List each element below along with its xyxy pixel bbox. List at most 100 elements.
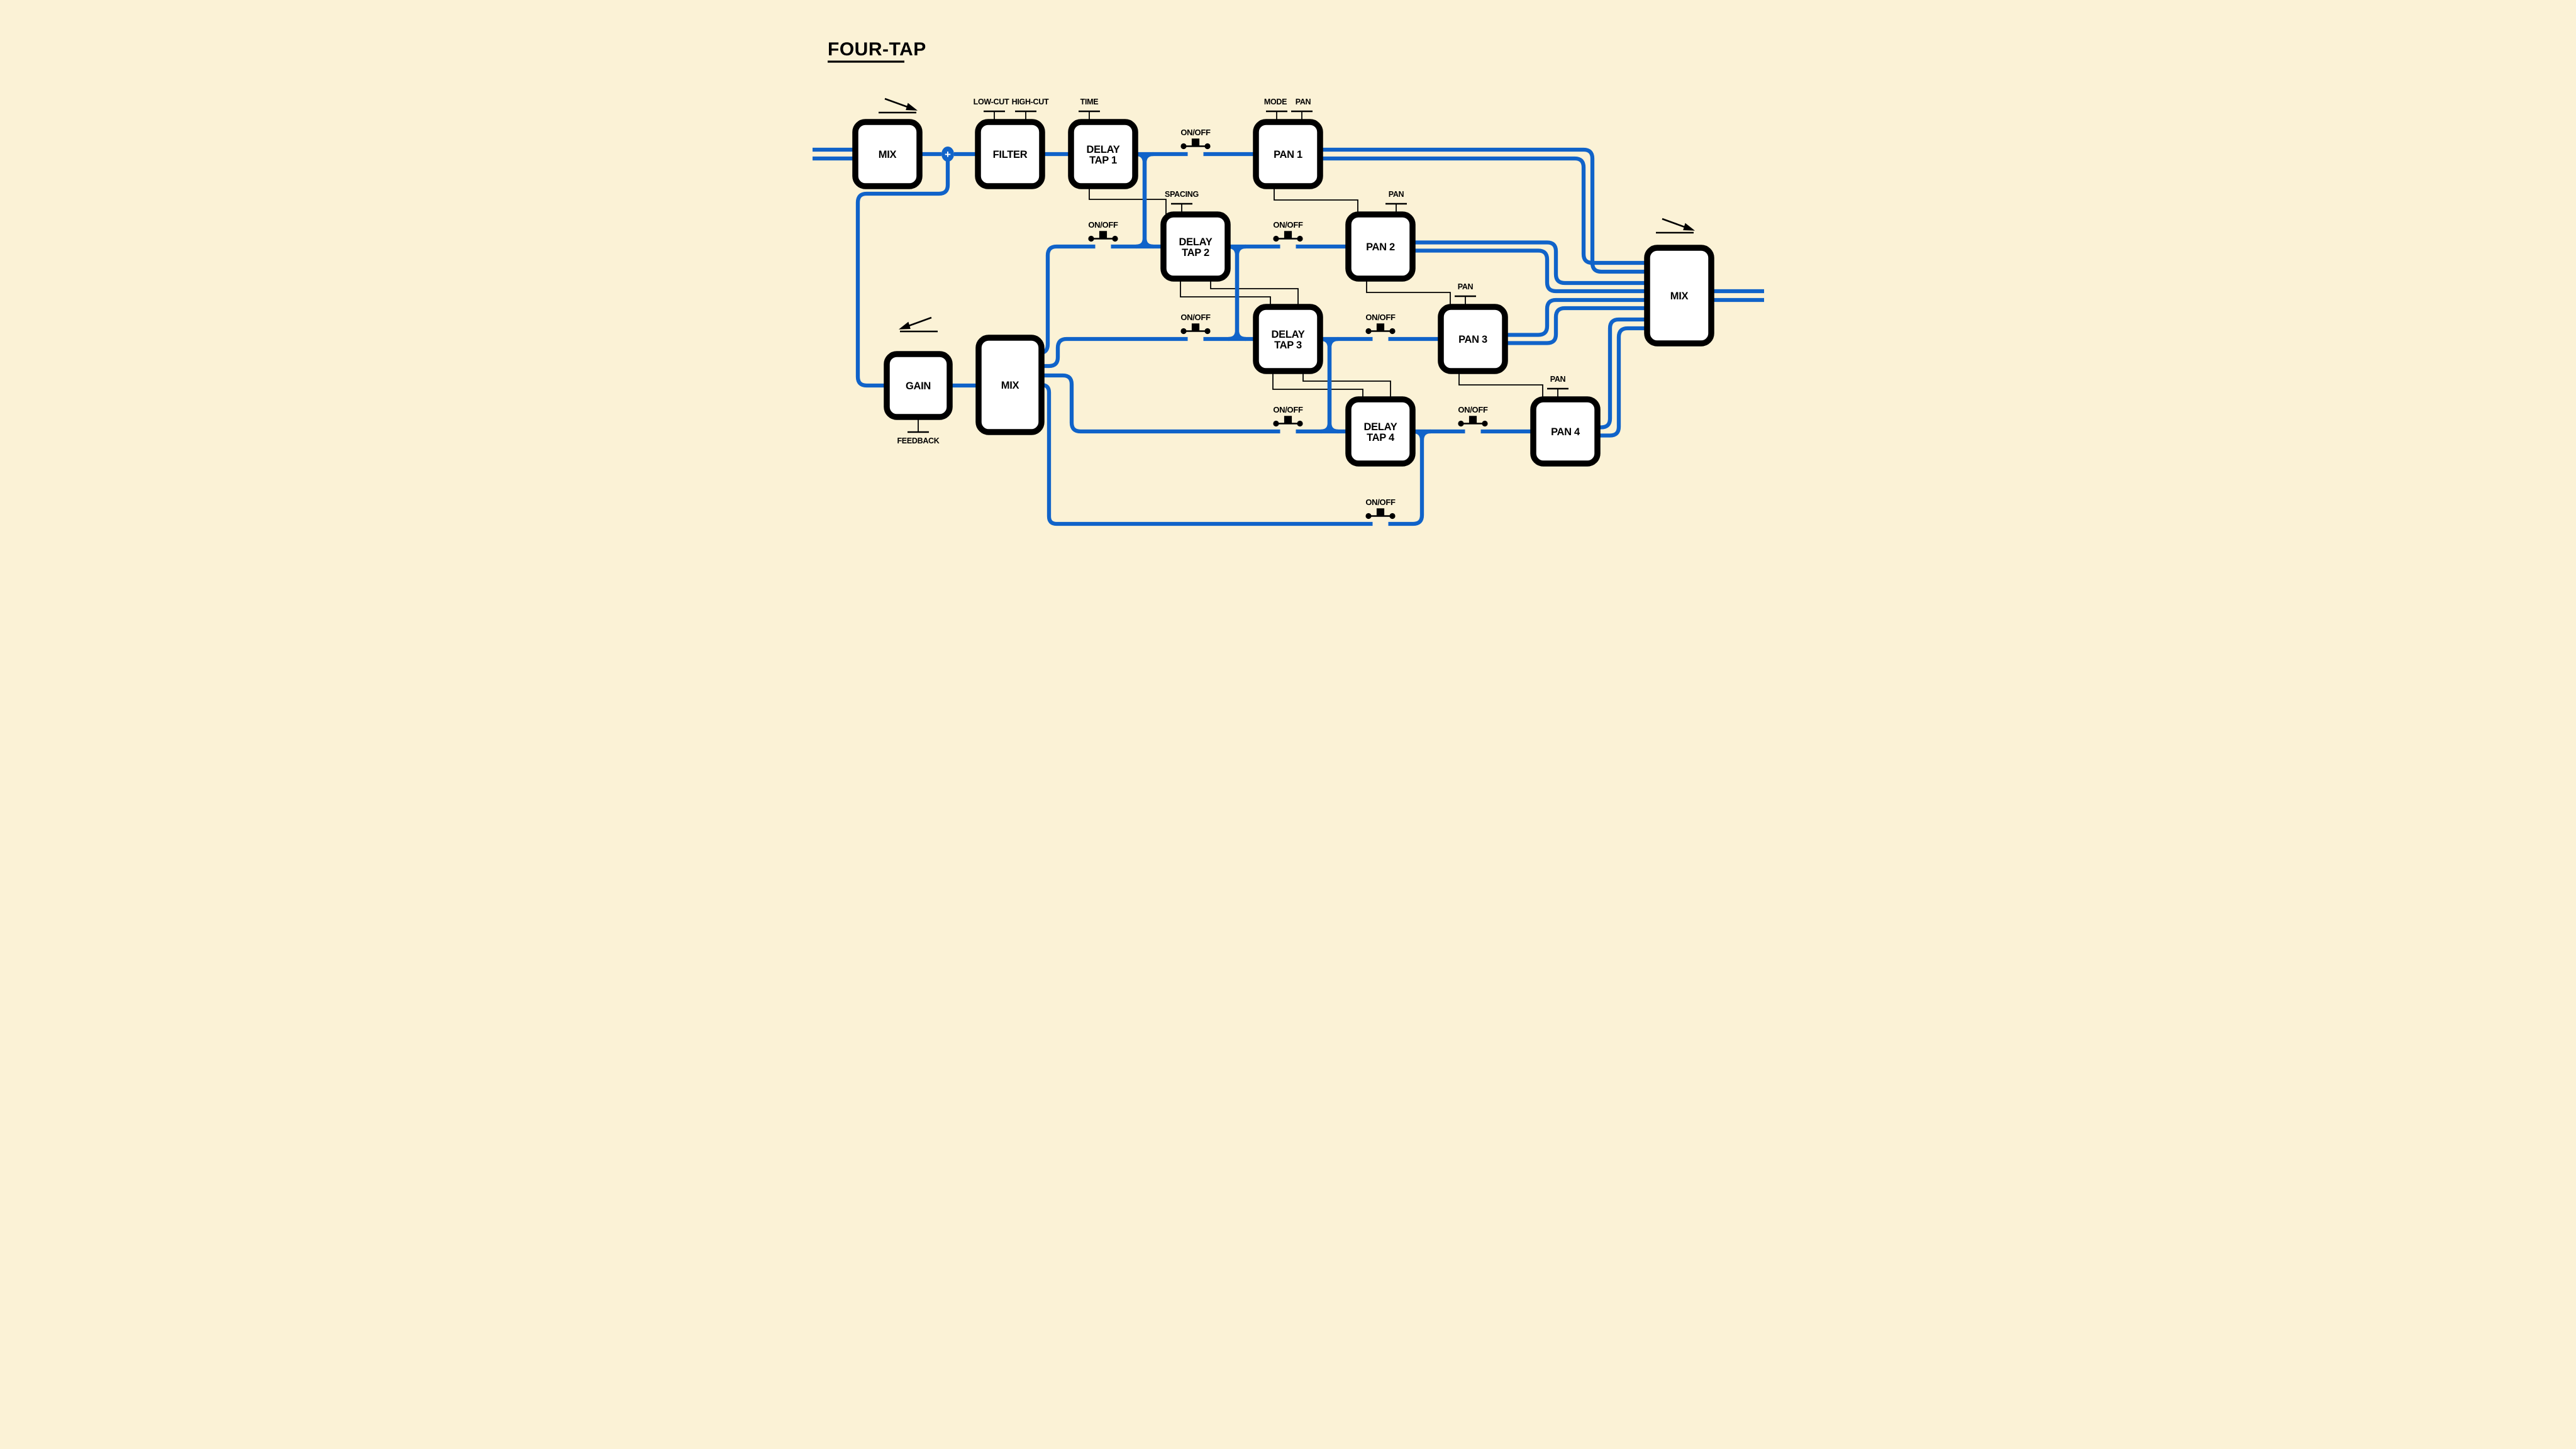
wire-branch-tap3-b xyxy=(1327,336,1339,434)
chain-pan1-pan2 xyxy=(1274,186,1358,214)
param-label-high-cut: HIGH-CUT xyxy=(1012,97,1049,106)
page-title: FOUR-TAP xyxy=(828,39,926,60)
block-gain-label: GAIN xyxy=(906,380,931,392)
block-feedback-mix-label: MIX xyxy=(1001,380,1019,391)
chain-tap3-tap4-a xyxy=(1272,371,1363,399)
switch-button-icon xyxy=(1191,323,1200,331)
param-label-pan1: PAN xyxy=(1296,97,1311,106)
switch-tap2-pan2[interactable]: ON/OFF xyxy=(1273,220,1303,242)
switch-tap3-feedback-label: ON/OFF xyxy=(1273,405,1303,414)
block-input-mix-label: MIX xyxy=(879,149,897,160)
block-pan-4[interactable]: PAN 4 xyxy=(1530,396,1601,467)
chain-tap2-tap3-a xyxy=(1180,279,1271,307)
block-delay-tap-4-label-line2: TAP 4 xyxy=(1367,432,1395,443)
switch-tap4-pan4[interactable]: ON/OFF xyxy=(1458,405,1488,427)
block-delay-tap-3-label-line2: TAP 3 xyxy=(1274,340,1302,351)
param-label-spacing: SPACING xyxy=(1165,190,1199,199)
block-pan-1[interactable]: PAN 1 xyxy=(1253,119,1323,189)
switch-tap3-pan3-label: ON/OFF xyxy=(1365,313,1396,322)
block-pan-1-label: PAN 1 xyxy=(1274,149,1302,160)
param-labels: LOW-CUT HIGH-CUT TIME MODE PAN SPACING P… xyxy=(897,97,1565,445)
block-output-mix-label: MIX xyxy=(1670,291,1689,302)
switch-button-icon xyxy=(1099,231,1108,239)
sum-junction-label: + xyxy=(945,148,951,160)
switch-tap1-feedback[interactable]: ON/OFF xyxy=(1088,220,1118,242)
flow-arrow-input-icon xyxy=(879,97,918,114)
wire-send-tap4-feedback xyxy=(1040,382,1373,526)
block-pan-3-label: PAN 3 xyxy=(1458,334,1487,345)
blocks: MIX FILTER DELAY TAP 1 PAN 1 DELAY TAP 2… xyxy=(852,119,1714,467)
param-label-pan3: PAN xyxy=(1458,282,1474,291)
switch-tap1-pan1[interactable]: ON/OFF xyxy=(1180,128,1211,150)
block-delay-tap-3[interactable]: DELAY TAP 3 xyxy=(1253,304,1323,374)
chain-tap1-tap2 xyxy=(1089,186,1167,214)
block-filter-label: FILTER xyxy=(993,149,1028,160)
four-tap-diagram: FOUR-TAP xyxy=(795,0,1781,555)
wire-feedback-return-loop xyxy=(855,160,950,388)
block-pan-2-label: PAN 2 xyxy=(1366,242,1395,253)
param-label-mode: MODE xyxy=(1264,97,1287,106)
block-input-mix[interactable]: MIX xyxy=(852,119,923,189)
block-delay-tap-2-label-line2: TAP 2 xyxy=(1182,247,1209,258)
switch-tap2-feedback[interactable]: ON/OFF xyxy=(1180,313,1211,335)
block-delay-tap-1[interactable]: DELAY TAP 1 xyxy=(1068,119,1138,189)
param-label-feedback: FEEDBACK xyxy=(897,436,939,445)
wire-branch-tap2-b xyxy=(1235,244,1246,341)
wire-send-tap2-feedback xyxy=(1040,336,1188,369)
switch-tap2-pan2-label: ON/OFF xyxy=(1273,220,1303,230)
param-label-pan4: PAN xyxy=(1550,375,1566,384)
switch-tap4-pan4-label: ON/OFF xyxy=(1458,405,1488,414)
block-delay-tap-1-label-line2: TAP 1 xyxy=(1089,155,1117,166)
param-label-pan2: PAN xyxy=(1389,190,1404,199)
switch-tap2-feedback-label: ON/OFF xyxy=(1180,313,1211,322)
block-feedback-mix[interactable]: MIX xyxy=(975,335,1045,435)
switch-tap4-feedback[interactable]: ON/OFF xyxy=(1365,497,1396,519)
wire-branch-tap4-down xyxy=(1413,429,1424,526)
chain-tap3-tap4-b xyxy=(1302,371,1391,399)
wire-send-tap1-feedback xyxy=(1040,244,1096,355)
block-delay-tap-2[interactable]: DELAY TAP 2 xyxy=(1160,211,1231,282)
audio-wires xyxy=(813,147,1764,526)
switch-tap3-feedback[interactable]: ON/OFF xyxy=(1273,405,1303,427)
wire-pan4-out-b xyxy=(1597,326,1647,438)
param-label-low-cut: LOW-CUT xyxy=(974,97,1009,106)
chain-pan3-pan4 xyxy=(1458,371,1543,399)
diagram-canvas: FOUR-TAP xyxy=(813,39,1764,526)
block-gain[interactable]: GAIN xyxy=(884,351,953,420)
wire-pan1-out-a xyxy=(1320,147,1647,274)
switches: ON/OFF ON/OFF ON/OFF ON/OFF ON/OFF xyxy=(1088,128,1488,519)
switch-button-icon xyxy=(1284,231,1292,239)
chain-pan2-pan3 xyxy=(1366,279,1451,307)
param-label-time: TIME xyxy=(1080,97,1099,106)
wire-pan4-out-a xyxy=(1597,317,1647,430)
wire-branch-tap4-flare xyxy=(1419,429,1431,441)
flow-arrow-feedback-icon xyxy=(899,316,938,333)
block-delay-tap-4-label-line1: DELAY xyxy=(1364,421,1397,433)
wire-branch-tap1-b xyxy=(1142,152,1154,249)
wire-send-tap3-feedback xyxy=(1040,373,1280,434)
block-delay-tap-2-label-line1: DELAY xyxy=(1179,236,1213,248)
sum-junction: + xyxy=(941,147,954,162)
wire-pan2-out-a xyxy=(1413,240,1647,286)
wire-pan3-out-b xyxy=(1505,306,1647,345)
block-filter[interactable]: FILTER xyxy=(975,119,1045,189)
block-pan-3[interactable]: PAN 3 xyxy=(1438,304,1508,374)
chain-tap2-tap3-b xyxy=(1210,279,1299,307)
block-delay-tap-4[interactable]: DELAY TAP 4 xyxy=(1345,396,1416,467)
switch-button-icon xyxy=(1191,138,1200,147)
switch-button-icon xyxy=(1284,416,1292,424)
switch-button-icon xyxy=(1376,508,1385,516)
switch-tap1-pan1-label: ON/OFF xyxy=(1180,128,1211,137)
switch-button-icon xyxy=(1468,416,1477,424)
switch-tap3-pan3[interactable]: ON/OFF xyxy=(1365,313,1396,335)
switch-tap4-feedback-label: ON/OFF xyxy=(1365,497,1396,507)
wire-pan2-out-b xyxy=(1413,248,1647,294)
wire-pan1-out-b xyxy=(1320,156,1647,265)
block-output-mix[interactable]: MIX xyxy=(1644,245,1714,347)
flow-arrow-output-icon xyxy=(1656,218,1695,234)
switch-tap1-feedback-label: ON/OFF xyxy=(1088,220,1118,230)
switch-button-icon xyxy=(1376,323,1385,331)
wire-pan3-out-a xyxy=(1505,297,1647,337)
block-delay-tap-1-label-line1: DELAY xyxy=(1087,144,1120,155)
block-pan-2[interactable]: PAN 2 xyxy=(1345,211,1416,282)
